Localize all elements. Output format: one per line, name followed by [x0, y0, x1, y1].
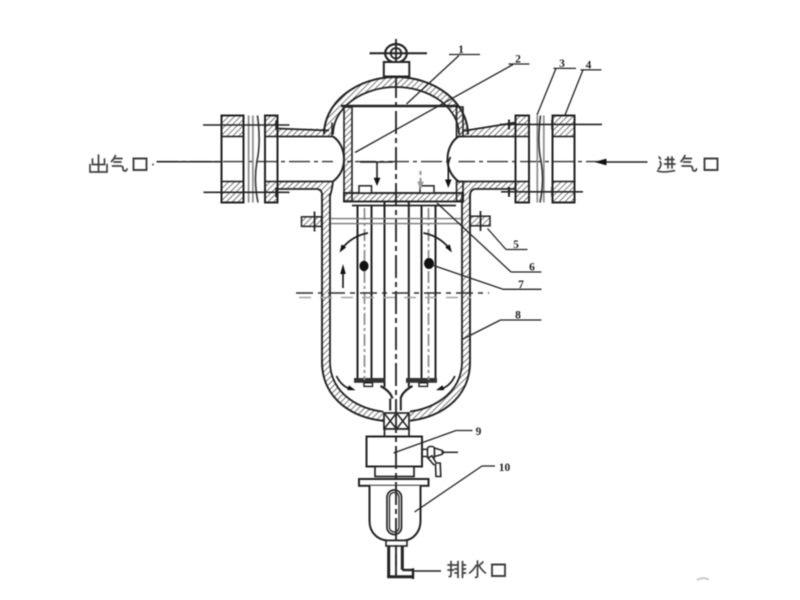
svg-text:2: 2 — [515, 54, 521, 66]
svg-text:6: 6 — [529, 262, 535, 274]
svg-text:4: 4 — [586, 60, 592, 72]
svg-text:3: 3 — [559, 58, 565, 70]
svg-text:9: 9 — [476, 426, 482, 438]
svg-text:8: 8 — [515, 310, 521, 322]
svg-text:7: 7 — [518, 279, 524, 291]
svg-text:10: 10 — [499, 462, 511, 474]
svg-text:5: 5 — [513, 239, 519, 251]
svg-text:1: 1 — [458, 44, 464, 56]
